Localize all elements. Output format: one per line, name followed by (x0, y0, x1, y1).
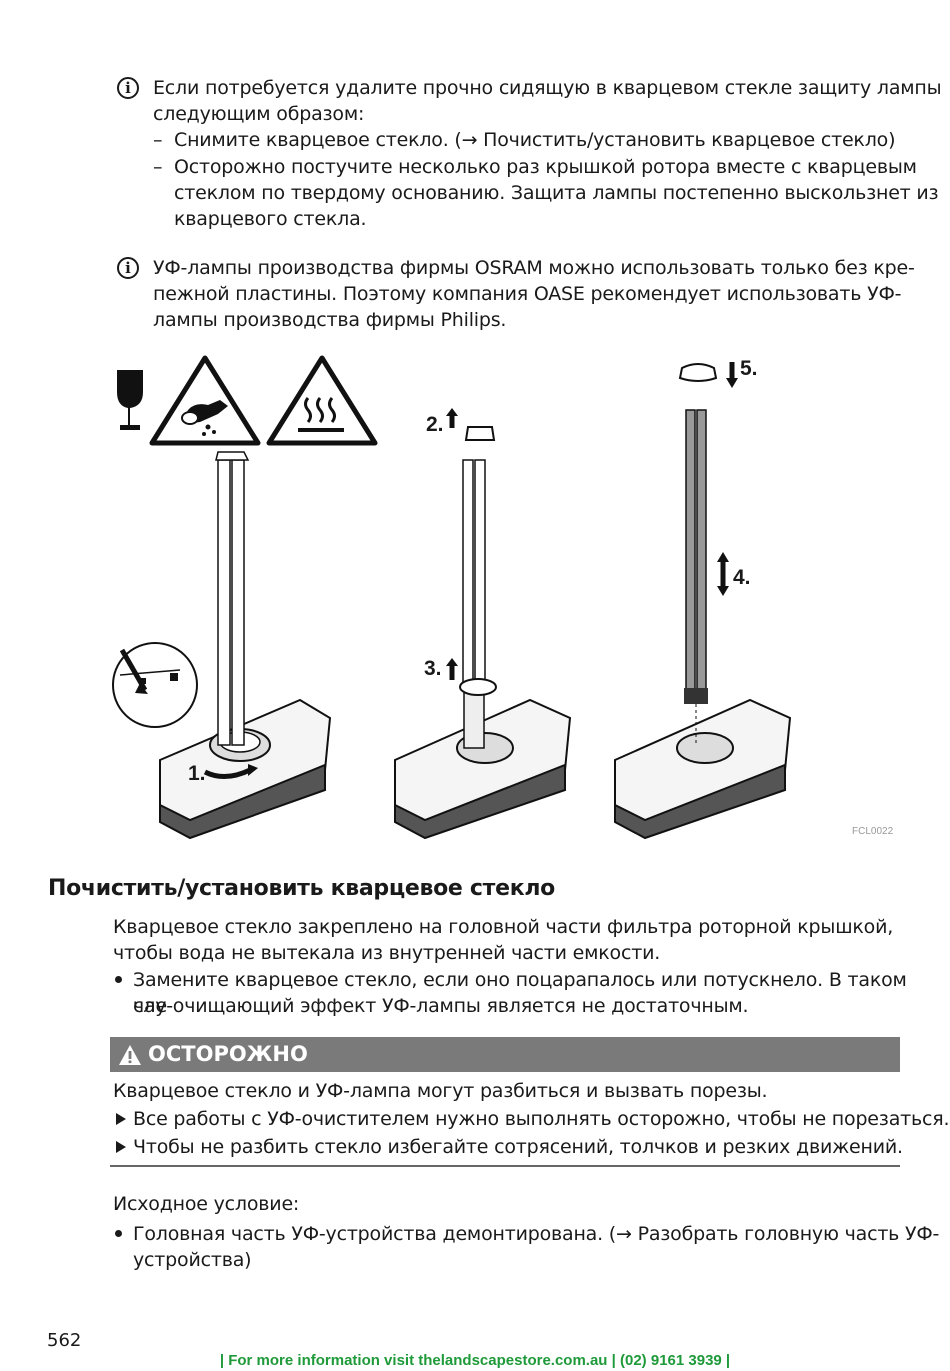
section-bullet-line2: чае очищающий эффект УФ-лампы является н… (133, 995, 749, 1017)
action-triangle-icon (116, 1141, 126, 1153)
note2-line3: лампы производства фирмы Philips. (153, 309, 507, 331)
warning-action-2: Чтобы не разбить стекло избегайте сотряс… (133, 1136, 903, 1158)
page-number: 562 (47, 1330, 82, 1351)
bullet-dot (115, 1230, 122, 1237)
section-intro-line1: Кварцевое стекло закреплено на головной … (113, 916, 894, 938)
precondition-line1: Головная часть УФ-устройства демонтирова… (133, 1223, 940, 1245)
fragile-glass-icon (117, 370, 143, 430)
warning-header: ОСТОРОЖНО (110, 1037, 900, 1072)
note1-line1: Если потребуется удалите прочно сидящую … (153, 77, 942, 99)
precondition-line2: устройства) (133, 1249, 252, 1271)
section-title: Почистить/установить кварцевое стекло (48, 876, 555, 901)
bullet-dot (115, 976, 122, 983)
assembly-illustration (112, 355, 792, 840)
footer-contact-link[interactable]: | For more information visit thelandscap… (219, 1352, 731, 1369)
info-icon: i (117, 257, 139, 279)
section-intro-line2: чтобы вода не вытекала из внутренней час… (113, 942, 661, 964)
dash-marker: – (153, 129, 163, 151)
note1-step1: Снимите кварцевое стекло. (→ Почистить/у… (174, 129, 896, 151)
step-label-3: 3. (424, 657, 442, 680)
warning-triangle-icon (119, 1045, 141, 1065)
precondition-label: Исходное условие: (113, 1193, 300, 1215)
warning-divider (110, 1165, 900, 1167)
hot-surface-warning-icon (266, 355, 378, 446)
step-label-5: 5. (740, 357, 758, 380)
warning-title: ОСТОРОЖНО (148, 1042, 308, 1066)
note1-step2-line1: Осторожно постучите несколько раз крышко… (174, 156, 917, 178)
step-label-2: 2. (426, 413, 444, 436)
uv-unit-step2-3 (394, 408, 572, 840)
note2-line1: УФ-лампы производства фирмы OSRAM можно … (153, 257, 915, 279)
action-triangle-icon (116, 1113, 126, 1125)
note1-step2-line2: стеклом по твердому основанию. Защита ла… (174, 182, 939, 204)
uv-unit-step4-5 (614, 362, 792, 840)
warning-text: Кварцевое стекло и УФ-лампа могут разбит… (113, 1080, 768, 1102)
note1-line2: следующим образом: (153, 103, 365, 125)
dash-marker: – (153, 156, 163, 178)
section-bullet-line1: Замените кварцевое стекло, если оно поца… (133, 969, 907, 1017)
uv-unit-step1 (112, 451, 332, 840)
note2-line2: пежной пластины. Поэтому компания OASE р… (153, 283, 902, 305)
note1-step2-line3: кварцевого стекла. (174, 208, 367, 230)
info-icon: i (117, 77, 139, 99)
step-label-4: 4. (733, 566, 751, 589)
step-label-1: 1. (188, 762, 206, 785)
warning-action-1: Все работы с УФ-очистителем нужно выполн… (133, 1108, 950, 1130)
caustic-hand-warning-icon (149, 355, 261, 446)
figure-code: FCL0022 (852, 826, 894, 837)
